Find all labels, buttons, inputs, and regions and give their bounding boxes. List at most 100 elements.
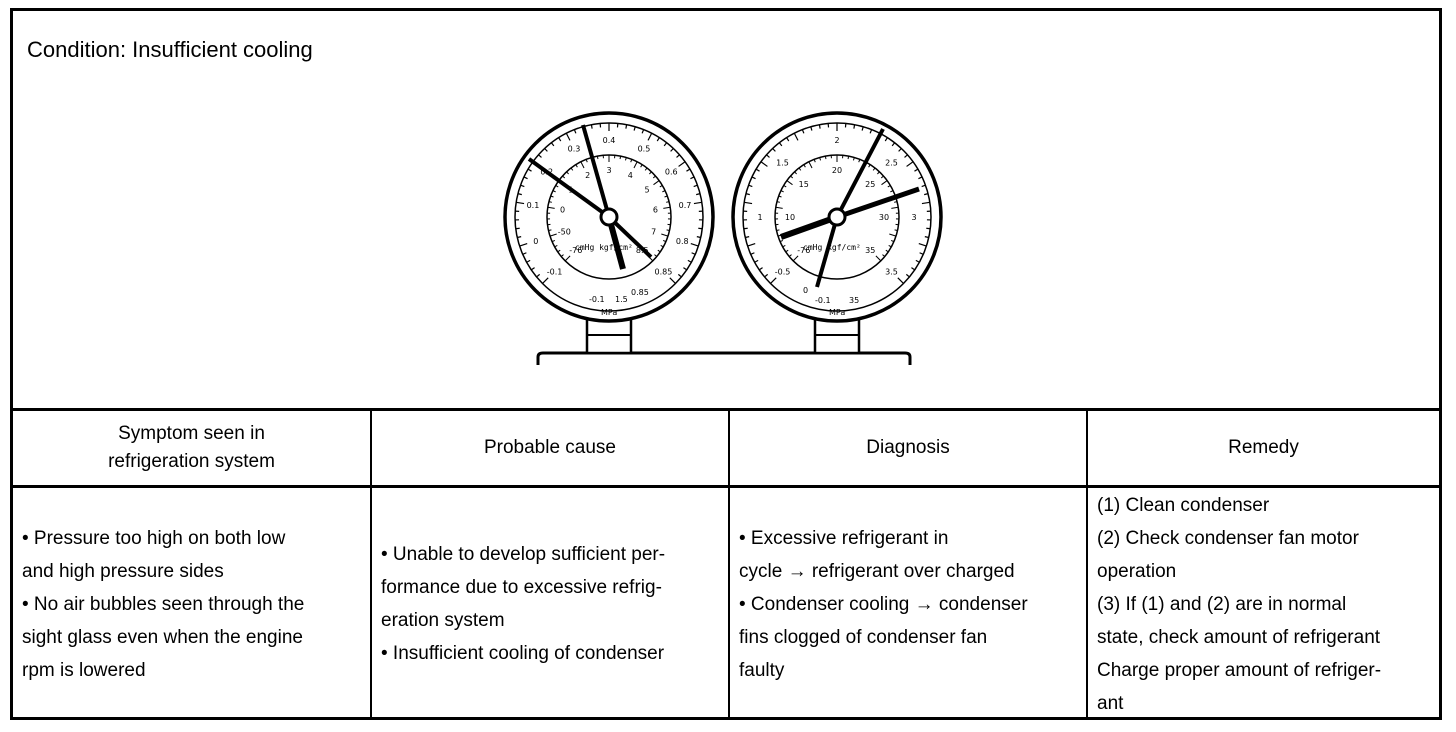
high-gauge-inner-tick	[882, 254, 886, 257]
high-gauge-tick	[926, 227, 931, 230]
low-gauge-needle	[581, 124, 611, 218]
low-gauge-inner-tick	[653, 180, 660, 186]
low-gauge-tick	[641, 129, 645, 134]
high-gauge-outer-label: 2	[834, 136, 839, 145]
high-gauge-outer-label: -0.5	[775, 267, 791, 276]
column-divider	[1086, 411, 1088, 717]
low-gauge-tick	[686, 168, 691, 172]
high-gauge-tick	[911, 267, 916, 271]
high-gauge-inner-tick	[779, 239, 784, 243]
low-gauge-tick	[526, 259, 531, 263]
low-gauge-bottom-label: 1.5	[615, 295, 628, 304]
high-gauge-tick	[772, 148, 776, 152]
high-gauge-needle	[779, 214, 839, 240]
high-gauge-needle	[835, 128, 885, 218]
low-gauge-inner-tick	[585, 159, 588, 163]
cell-line: (3) If (1) and (2) are in normal	[1097, 593, 1347, 615]
high-gauge-tick	[778, 142, 783, 147]
low-gauge-tick	[696, 193, 701, 196]
cell-line: sight glass even when the engine	[22, 626, 303, 648]
low-gauge-inner-tick	[562, 175, 566, 179]
cell-line: and high pressure sides	[22, 560, 224, 582]
high-gauge-inner-tick	[890, 239, 895, 243]
low-gauge-tick	[542, 277, 549, 284]
high-gauge-tick	[921, 184, 926, 188]
low-gauge-outer-label: 0.7	[679, 201, 692, 210]
low-gauge-tick	[558, 137, 562, 142]
low-gauge-tick	[519, 243, 528, 247]
low-gauge-inner-label: 2	[585, 171, 590, 180]
low-gauge-inner-tick	[662, 239, 667, 243]
high-gauge-tick	[914, 168, 919, 172]
high-gauge-inner-tick	[852, 157, 855, 161]
high-gauge-inner-tick	[872, 167, 876, 171]
high-gauge-tick	[906, 161, 914, 167]
high-gauge-tick	[750, 252, 755, 255]
low-gauge-inner-tick	[662, 190, 666, 193]
cell-line: state, check amount of refrigerant	[1097, 626, 1381, 648]
low-gauge-tick	[522, 252, 527, 255]
low-gauge-inner-tick	[575, 164, 578, 168]
high-gauge-bottom-label: -0.1	[815, 296, 831, 305]
high-gauge-inner-tick	[877, 171, 880, 175]
low-gauge-inner-tick	[560, 254, 564, 257]
high-gauge-tick	[924, 236, 929, 239]
high-gauge-inner-tick	[798, 167, 802, 171]
high-gauge-inner-label: 35	[865, 246, 875, 255]
high-gauge-outer-label: 1	[757, 213, 762, 222]
low-gauge-inner-tick	[619, 156, 622, 160]
low-gauge-inner-label: 0	[560, 206, 565, 215]
high-gauge-tick	[745, 193, 750, 196]
high-gauge-inner-tick	[887, 185, 891, 188]
high-gauge-unit: MPa	[829, 308, 845, 317]
high-gauge-inner-tick	[889, 233, 897, 237]
high-gauge-tick	[745, 236, 750, 239]
high-gauge-inner-tick	[776, 229, 780, 232]
low-gauge-needle	[607, 215, 653, 259]
low-gauge-tick	[590, 124, 593, 129]
cell-line: eration system	[381, 610, 505, 631]
high-gauge-inner-tick	[808, 161, 813, 169]
remedy-lines: (1) Clean condenser(2) Check condenser f…	[1097, 489, 1381, 720]
high-gauge-tick	[924, 193, 929, 196]
gauge-manifold-base	[536, 351, 912, 365]
high-gauge-inner-tick	[780, 190, 784, 193]
low-pressure-gauge: -0.100.10.20.30.40.50.60.70.80.85 -76-50…	[503, 111, 715, 323]
high-gauge-bottom-label: 35	[849, 296, 859, 305]
low-gauge-outer-label: -0.1	[547, 267, 563, 276]
high-gauge-tick	[754, 259, 759, 263]
low-gauge-tick	[530, 267, 535, 271]
low-gauge-inner-tick	[547, 206, 555, 209]
low-gauge-inner-tick	[624, 157, 627, 161]
low-gauge-needle	[527, 157, 611, 219]
low-gauge-tick	[696, 236, 701, 239]
low-gauge-bottom-label: -0.1	[589, 295, 605, 304]
high-gauge-needle	[815, 216, 839, 288]
high-gauge-tick	[747, 243, 756, 247]
low-gauge-outer-label: 0.85	[655, 267, 673, 276]
high-gauge-tick	[770, 277, 777, 284]
low-gauge-outer-label: 0.8	[676, 237, 689, 246]
cell-line: • Insufficient cooling of condenser	[381, 643, 665, 664]
low-gauge-tick	[523, 176, 528, 180]
high-gauge-tick	[897, 277, 904, 284]
high-gauge-inner-tick	[858, 159, 861, 163]
header-diagnosis: Diagnosis	[866, 437, 950, 458]
header-remedy: Remedy	[1228, 437, 1299, 458]
cell-line: (1) Clean condenser	[1097, 494, 1270, 516]
low-gauge-inner-label: 5	[644, 185, 649, 194]
high-gauge-outer-label: 1.5	[776, 159, 789, 168]
cell-remedy: (1) Clean condenser(2) Check condenser f…	[1088, 488, 1439, 720]
low-gauge-tick	[683, 267, 688, 271]
high-gauge-inner-label: 25	[865, 180, 875, 189]
low-gauge-tick	[698, 227, 703, 230]
high-gauge-outer-label: 3.5	[885, 267, 898, 276]
low-gauge-inner-tick	[664, 195, 668, 198]
low-gauge-tick	[676, 154, 680, 158]
low-gauge-tick	[677, 273, 682, 278]
high-gauge-inner-tick	[785, 249, 789, 253]
high-gauge-tick	[919, 252, 924, 255]
